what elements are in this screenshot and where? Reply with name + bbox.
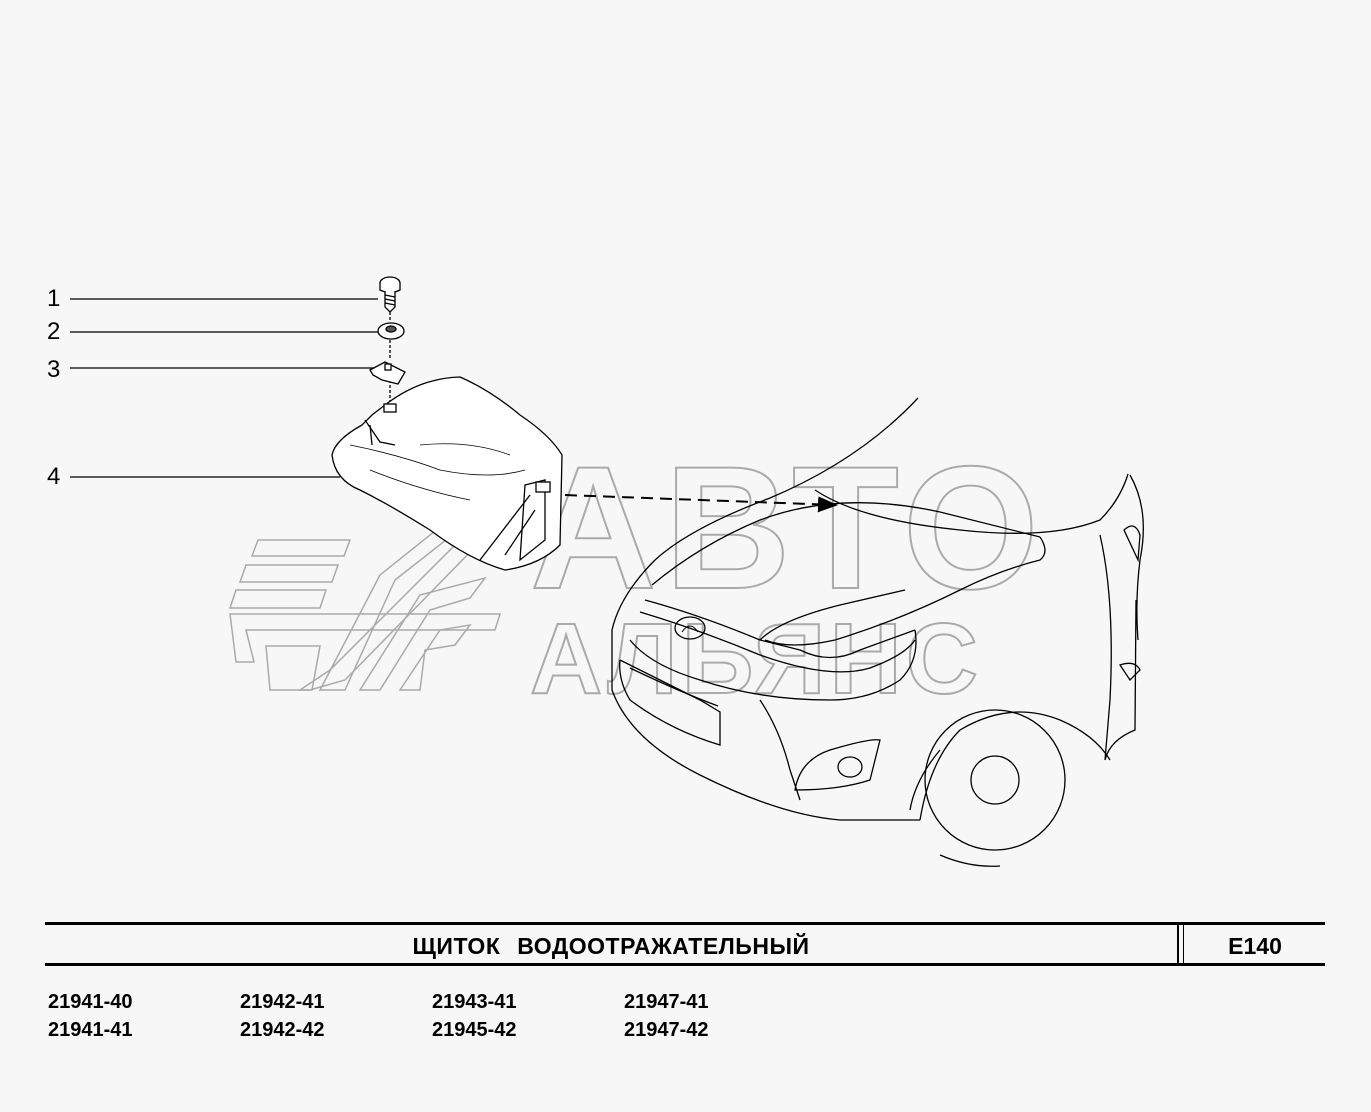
- title-divider: [1177, 925, 1184, 963]
- model-code: 21943-41: [432, 991, 517, 1013]
- splash-shield-part: [331, 376, 563, 571]
- watermark-line1: АВТО: [530, 431, 1047, 626]
- model-code: 21941-40: [48, 991, 133, 1013]
- car-outline: [611, 397, 1144, 867]
- model-code: 21941-41: [48, 1019, 133, 1041]
- model-code: 21942-41: [240, 991, 325, 1013]
- model-code: 21942-42: [240, 1019, 325, 1041]
- title-bar: ЩИТОК ВОДООТРАЖАТЕЛЬНЫЙ E140: [45, 922, 1325, 966]
- model-code: 21947-42: [624, 1019, 709, 1041]
- callout-leaders: [70, 298, 391, 478]
- location-arrow: [564, 494, 838, 513]
- screw-part: [379, 276, 401, 313]
- model-code: 21947-41: [624, 991, 709, 1013]
- washer-part: [377, 322, 405, 340]
- callout-number-3: 3: [47, 356, 61, 383]
- callout-number-4: 4: [47, 463, 61, 490]
- model-list: 21941-40 21942-41 21943-41 21947-41 2194…: [48, 990, 816, 1043]
- clip-nut-part: [369, 361, 406, 385]
- watermark-line2: АЛЬЯНС: [530, 603, 982, 715]
- callout-number-1: 1: [47, 285, 61, 312]
- callout-number-2: 2: [47, 318, 61, 345]
- page-title: ЩИТОК ВОДООТРАЖАТЕЛЬНЫЙ: [412, 933, 810, 959]
- model-code: 21945-42: [432, 1019, 517, 1041]
- catalog-code: E140: [1228, 933, 1282, 959]
